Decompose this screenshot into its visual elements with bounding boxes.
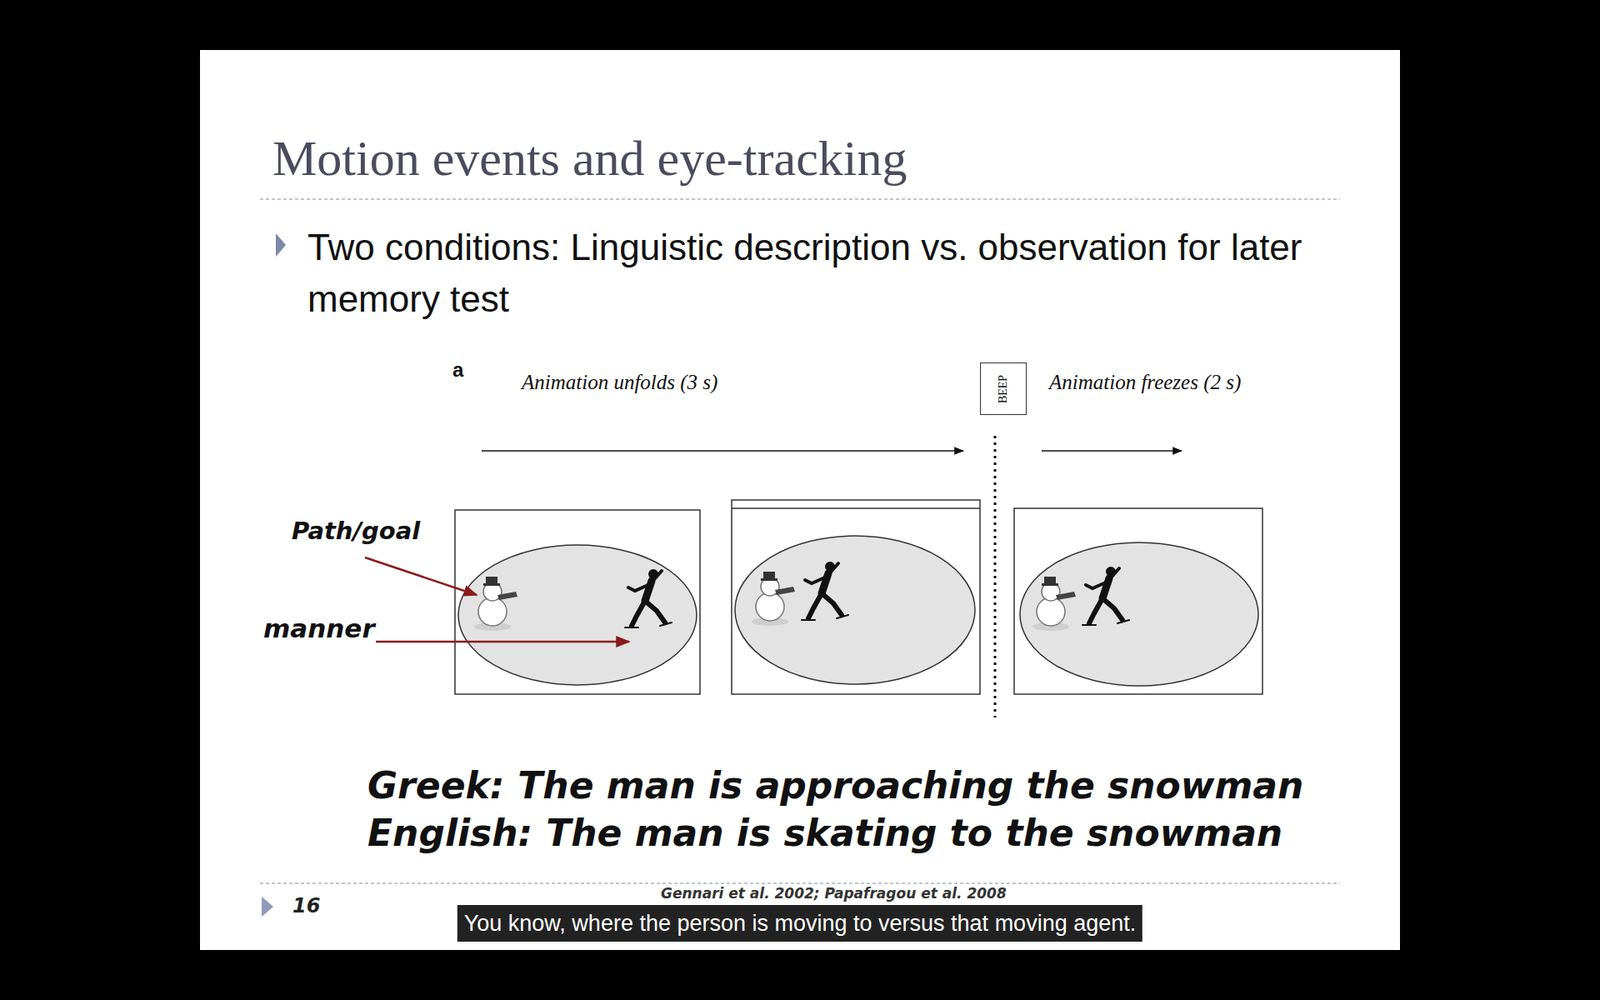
language-name: Greek: [367,764,505,807]
citation: Gennari et al. 2002; Papafragou et al. 2… [660,885,1007,902]
bullet [261,896,274,917]
beep-box: BEEP [980,362,1027,415]
annotation-label: manner [263,613,375,644]
bullet-text: Two conditions: Linguistic description v… [307,221,1341,325]
subtitle-box: You know, where the person is moving to … [457,905,1143,942]
phase-label: Animation unfolds (3 s) [521,370,718,395]
page-number: 16 [292,894,320,918]
panel-letter: a [452,358,464,382]
language-name: English: [367,811,533,855]
phase-label: Animation freezes (2 s) [1049,370,1241,395]
beep-text: BEEP [996,374,1010,403]
bullet [275,233,286,257]
example-sentence: The man is skating to the snowman [545,811,1283,855]
example-sentence: The man is approaching the snowman [517,764,1304,807]
annotation-label: Path/goal [291,516,420,545]
subtitle-text: You know, where the person is moving to … [464,910,1136,937]
slide-title: Motion events and eye-tracking [272,133,907,184]
